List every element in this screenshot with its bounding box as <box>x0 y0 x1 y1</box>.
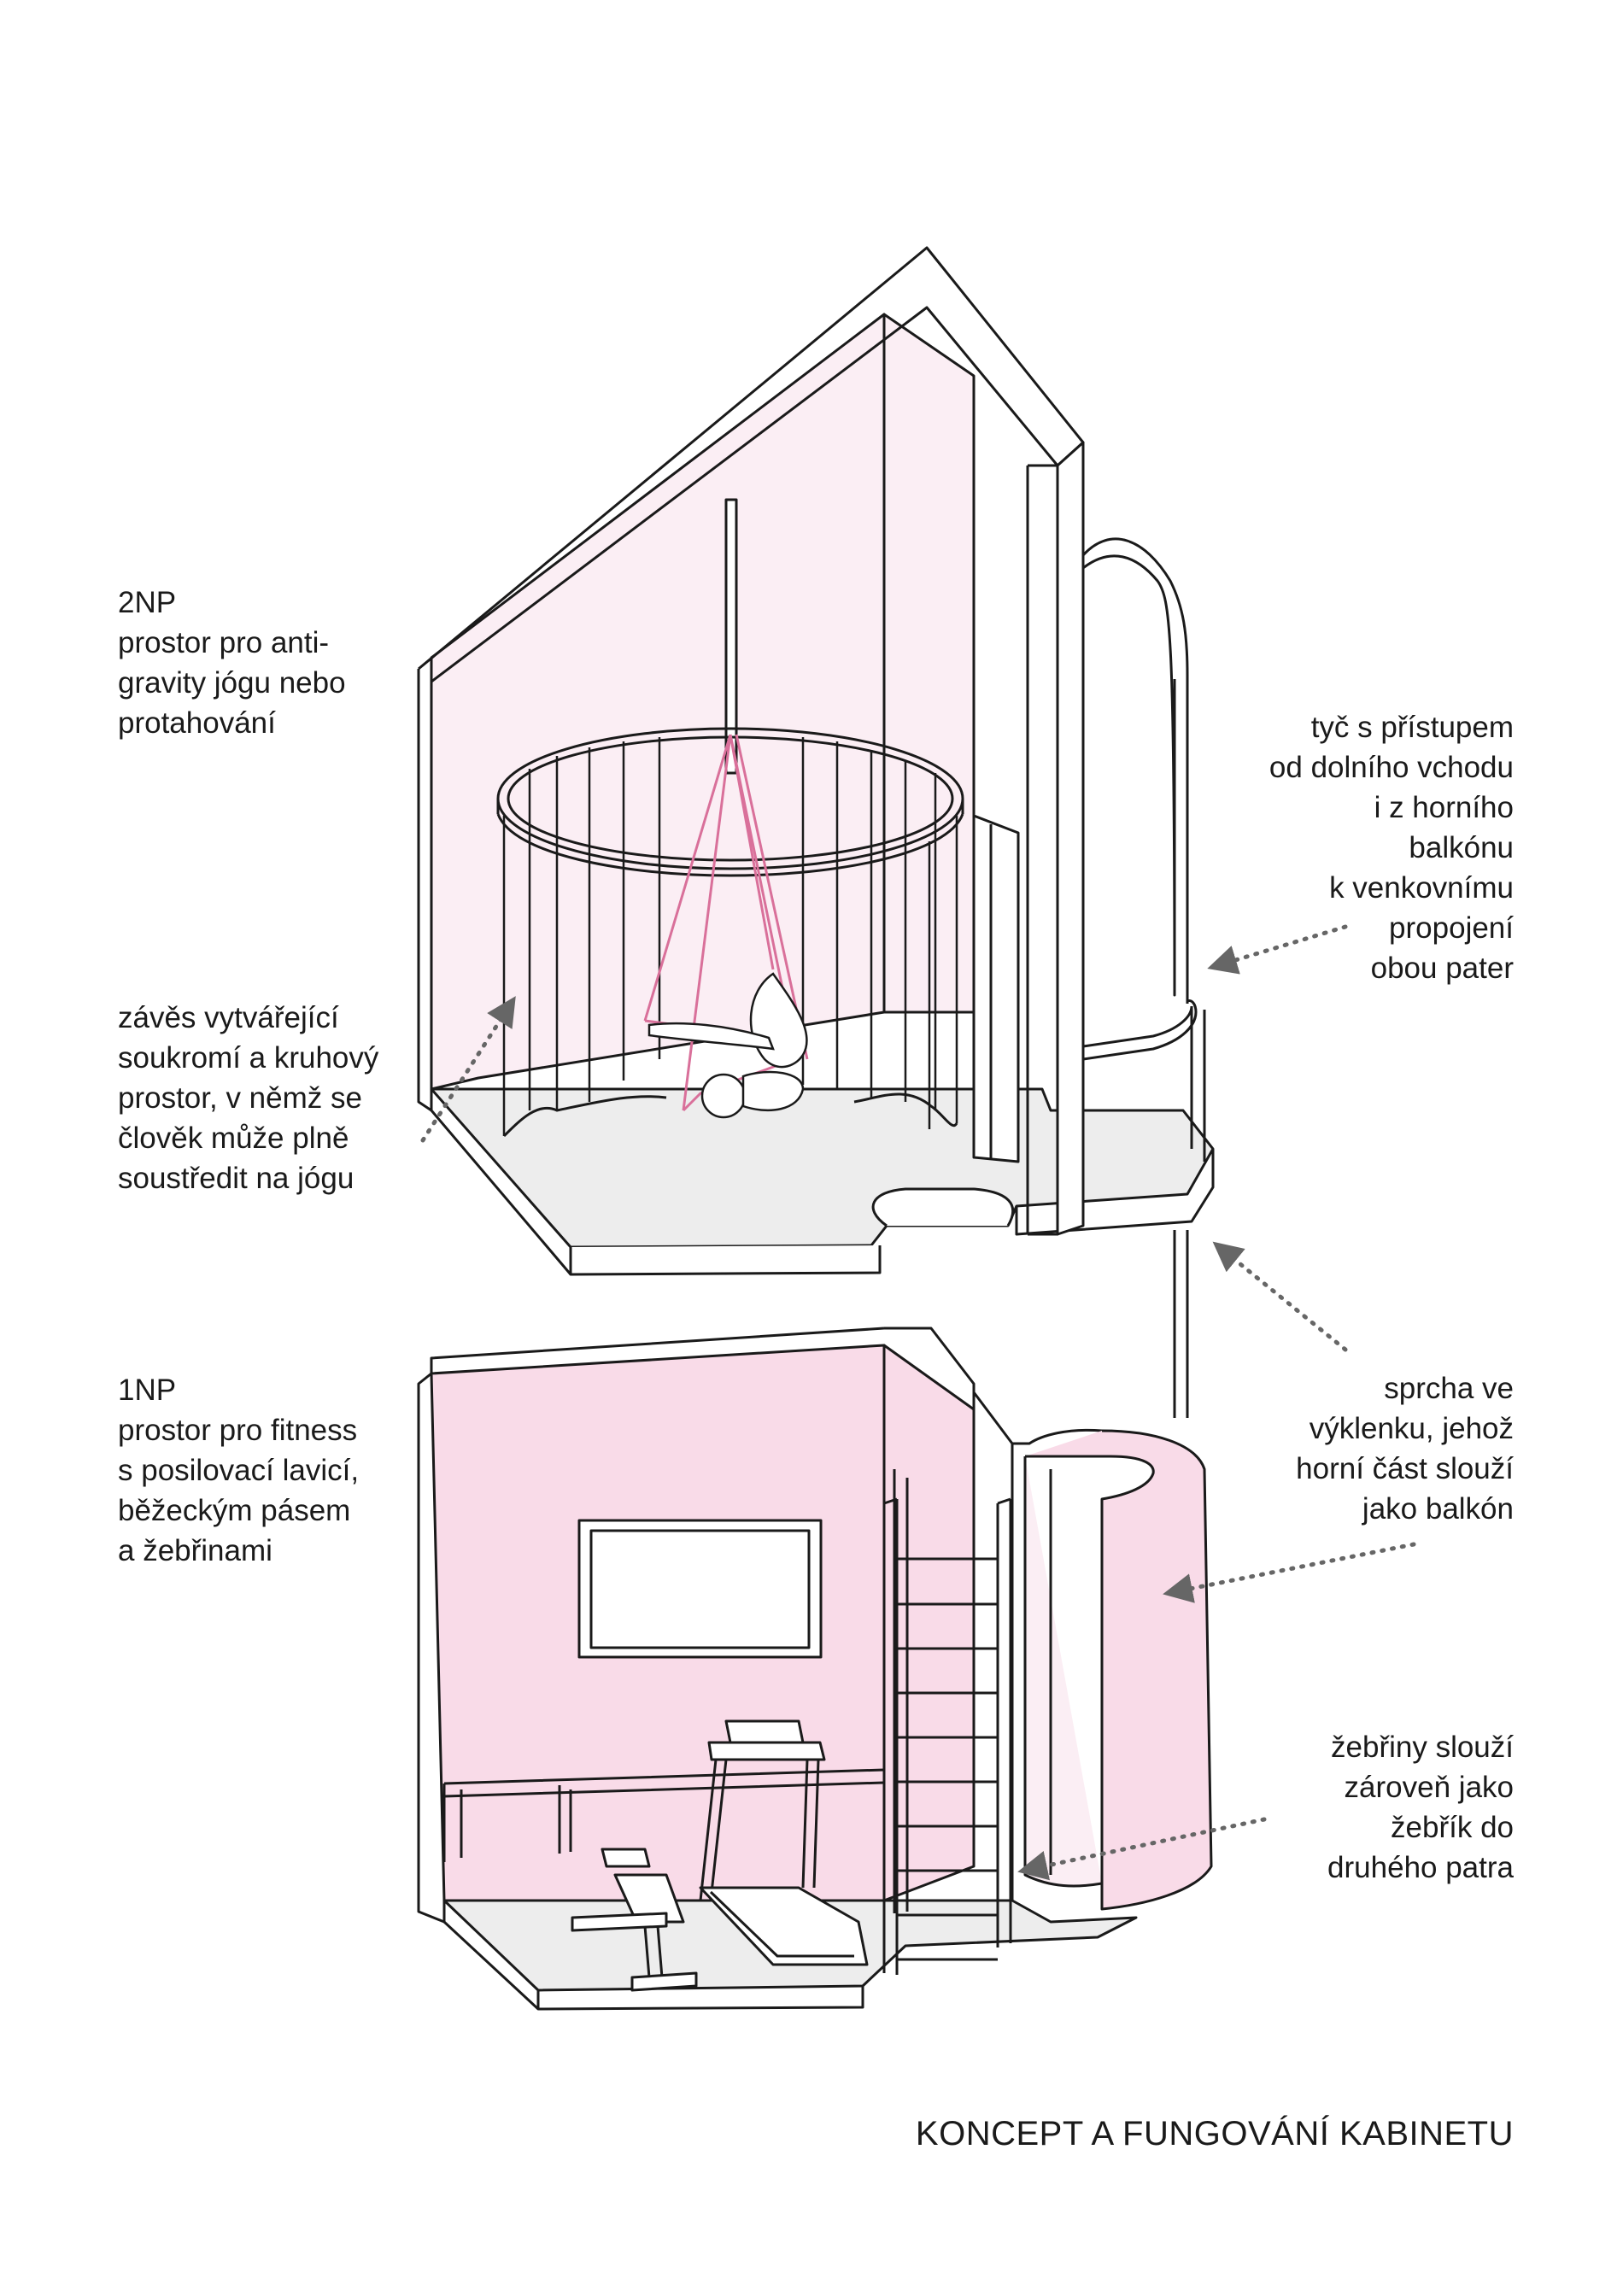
treadmill <box>699 1719 869 1966</box>
label-wall-bars: žebřiny slouží zároveň jako žebřík do dr… <box>1327 1731 1514 1884</box>
yoga-pole <box>724 498 738 775</box>
shower-niche <box>1025 1429 1213 1911</box>
ladder-arrow <box>1017 1817 1267 1881</box>
balcony-arrow <box>1163 1542 1416 1603</box>
upper-floor-model <box>417 246 1215 1418</box>
lower-floor-model <box>417 1327 1213 2011</box>
label-shower: sprcha ve výklenku, jehož horní část slo… <box>1296 1372 1514 1526</box>
curtain-folds <box>502 737 958 1136</box>
label-curtain: závěs vytvářející soukromí a kruhový pro… <box>118 1001 379 1195</box>
callout-arrows <box>420 924 1416 1881</box>
curtain-arrow <box>420 996 516 1143</box>
wall-screen <box>577 1519 823 1659</box>
weight-bench <box>571 1848 698 1992</box>
page-title: KONCEPT A FUNGOVÁNÍ KABINETU <box>915 2115 1514 2152</box>
wall-bars-ladder <box>882 1497 1012 1975</box>
upper-floor-slab <box>430 1087 1215 1249</box>
wall-bar-rail <box>443 1768 885 1798</box>
upper-front-pillar <box>1056 441 1085 1236</box>
upper-back-wall-left <box>430 313 886 1091</box>
label-upper-floor: 2NP prostor pro anti- gravity jógu nebo … <box>118 586 346 740</box>
upper-door <box>972 814 1020 1163</box>
shower-arrow <box>1212 1241 1348 1352</box>
label-lower-floor: 1NP prostor pro fitness s posilovací lav… <box>118 1374 360 1567</box>
balcony-railing <box>1082 999 1198 1061</box>
pole-arrow <box>1207 924 1348 975</box>
outer-pole <box>1081 537 1189 1004</box>
yoga-person <box>647 972 808 1119</box>
label-pole: tyč s přístupem od dolního vchodu i z ho… <box>1269 711 1514 985</box>
